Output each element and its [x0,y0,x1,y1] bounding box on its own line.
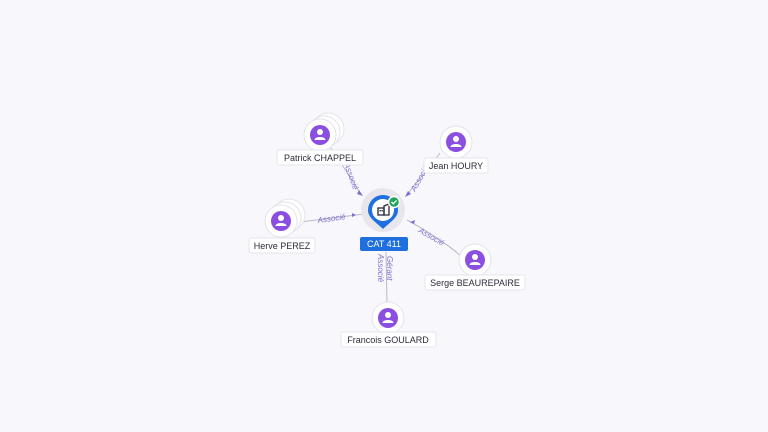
person-node-francois[interactable]: Francois GOULARD [340,301,437,348]
person-name: Herve PEREZ [254,241,311,251]
company-label-box [360,237,408,251]
label-box [248,237,316,254]
person-icon [314,129,326,140]
edge-herve: Associé [299,212,365,225]
edge-label-francois-2: Associé [376,253,385,283]
company-node[interactable]: CAT 411 [360,188,408,251]
person-name: Serge BEAUREPAIRE [430,278,520,288]
person-node-serge[interactable]: Serge BEAUREPAIRE [424,243,526,291]
label-box [423,157,489,174]
person-icon [382,312,394,323]
edges: Associé Associé Associé Associé Gérant A… [299,147,462,304]
person-icon [469,254,481,265]
person-icon [275,215,287,226]
person-name: Patrick CHAPPEL [284,153,356,163]
person-name: Jean HOURY [429,161,483,171]
edge-label-francois-1: Gérant [385,256,394,281]
person-icon [450,136,462,147]
company-name: CAT 411 [367,239,401,249]
check-icon [387,195,401,209]
person-node-jean[interactable]: Jean HOURY [423,125,489,174]
label-box [340,331,437,348]
person-name: Francois GOULARD [347,335,429,345]
label-box [424,274,526,291]
person-node-patrick[interactable]: Patrick CHAPPEL [276,112,364,166]
edge-label-serge: Associé [416,225,446,248]
person-node-herve[interactable]: Herve PEREZ [248,198,316,254]
edge-francois: Gérant Associé [376,251,394,304]
edge-serge: Associé [406,219,462,257]
label-box [276,149,364,166]
edge-label-herve: Associé [316,212,347,225]
